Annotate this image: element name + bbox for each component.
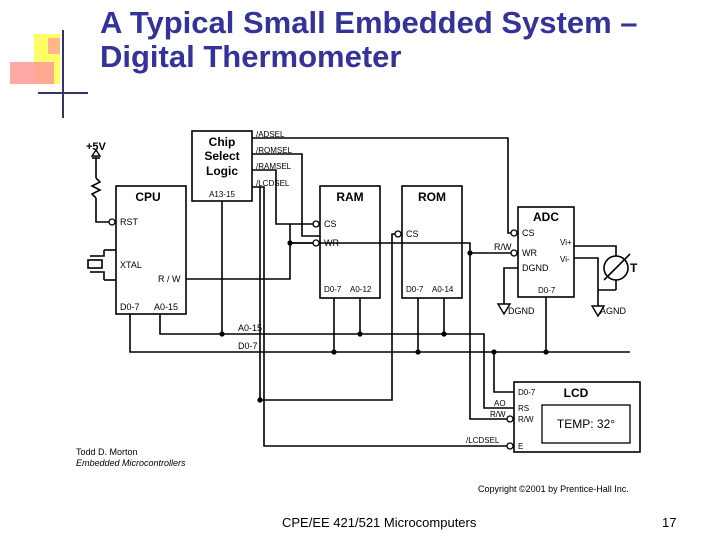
romsel-label: /ROMSEL xyxy=(256,146,293,155)
rw-net-label: R/W xyxy=(494,242,512,252)
rom-label: ROM xyxy=(418,190,446,204)
adc-vinp-label: Vi+ xyxy=(560,238,572,247)
slide-title: A Typical Small Embedded System – Digita… xyxy=(100,6,710,74)
address-bus-label: A0-15 xyxy=(238,323,262,333)
lcd-e-label: E xyxy=(518,442,523,451)
rom-cs-label: CS xyxy=(406,229,419,239)
supply-label: +5V xyxy=(86,141,107,153)
cpu-data-label: D0-7 xyxy=(120,302,140,312)
ram-cs-label: CS xyxy=(324,219,337,229)
cpu-xtal-label: XTAL xyxy=(120,260,142,270)
ramsel-label: /RAMSEL xyxy=(256,162,292,171)
cpu-rst-label: RST xyxy=(120,217,139,227)
ram-addr-label: A0-12 xyxy=(350,285,372,294)
corner-horizontal-line xyxy=(38,92,88,94)
rom-data-label: D0-7 xyxy=(406,285,424,294)
corner-square-pink xyxy=(10,62,54,84)
supply-arrow xyxy=(90,148,102,157)
lcd-screen xyxy=(541,404,631,444)
adc-wr-label: WR xyxy=(522,248,537,258)
data-bus-label: D0-7 xyxy=(238,341,258,351)
dgnd-label: DGND xyxy=(508,306,535,316)
rom-addr-label: A0-14 xyxy=(432,285,454,294)
title-line-1: A Typical Small Embedded System – xyxy=(100,5,638,40)
lcdsel-label: /LCDSEL xyxy=(256,179,290,188)
lcd-data-label: D0-7 xyxy=(518,388,536,397)
cpu-addr-label: A0-15 xyxy=(154,302,178,312)
cpu-rw-label: R / W xyxy=(158,274,181,284)
lcd-display-text: TEMP: 32° xyxy=(557,417,615,431)
credit-author: Todd D. Morton xyxy=(76,447,138,457)
adc-label: ADC xyxy=(533,210,559,224)
cpu-box xyxy=(115,185,187,315)
title-line-2: Digital Thermometer xyxy=(100,39,402,74)
lcd-lcdsel-input-label: /LCDSEL xyxy=(466,436,500,445)
lcd-rs-label: RS xyxy=(518,404,529,413)
corner-vertical-line xyxy=(62,30,64,118)
ram-label: RAM xyxy=(336,190,363,204)
chip-select-label-1: Chip xyxy=(209,135,236,149)
adc-cs-label: CS xyxy=(522,228,535,238)
rom-box xyxy=(401,185,463,299)
lcd-box xyxy=(513,381,641,453)
adc-data-label: D0-7 xyxy=(538,286,556,295)
page-number: 17 xyxy=(662,515,677,530)
ram-box xyxy=(319,185,381,299)
agnd-ground-symbol xyxy=(590,305,606,318)
cpu-label: CPU xyxy=(135,190,160,204)
sensor-label: T xyxy=(630,261,638,275)
corner-square-pink-small xyxy=(48,38,60,54)
adc-vinm-label: Vi- xyxy=(560,255,570,264)
dgnd-ground-symbol xyxy=(496,303,512,316)
chip-select-label-3: Logic xyxy=(206,164,238,178)
copyright-notice: Copyright ©2001 by Prentice-Hall Inc. xyxy=(478,484,629,494)
lcd-label: LCD xyxy=(564,386,589,400)
adsel-label: /ADSEL xyxy=(256,130,285,139)
ram-data-label: D0-7 xyxy=(324,285,342,294)
lcd-rw-label: R/W xyxy=(518,415,534,424)
lcd-ao-input-label: AO xyxy=(494,399,506,408)
agnd-label: AGND xyxy=(600,306,627,316)
ram-wr-label: WR xyxy=(324,238,339,248)
adc-dgnd-label: DGND xyxy=(522,263,549,273)
chip-select-label-2: Select xyxy=(204,149,239,163)
chip-select-input-label: A13-15 xyxy=(209,190,235,199)
lcd-rw-input-label: R/W xyxy=(490,410,506,419)
footer-course: CPE/EE 421/521 Microcomputers xyxy=(282,515,477,530)
credit-book: Embedded Microcontrollers xyxy=(76,458,186,468)
